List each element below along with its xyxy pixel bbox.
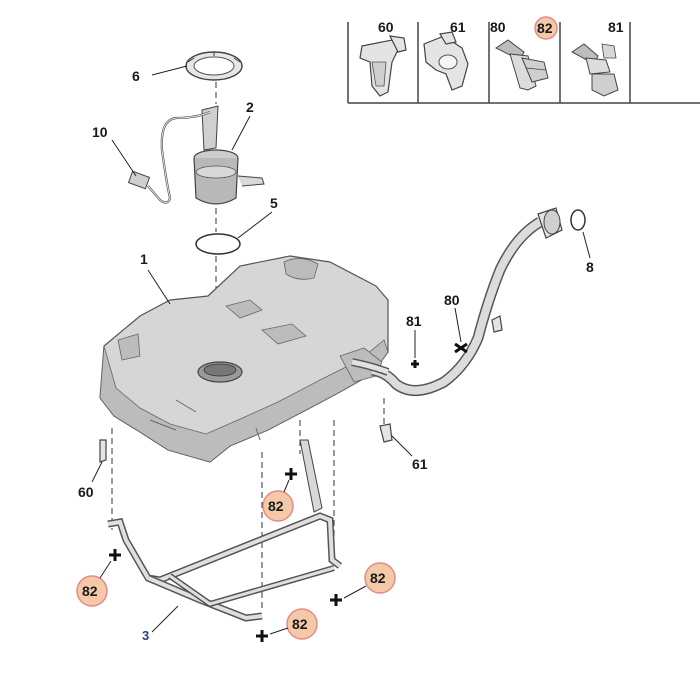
bolt-81-illustration <box>571 43 619 97</box>
clip-61-illustration <box>423 31 469 91</box>
callout-80: 80 <box>444 292 460 308</box>
sender-wire-part-10 <box>127 110 211 204</box>
filler-pipe-assembly <box>351 207 563 396</box>
clip-60-on-tank <box>99 439 107 463</box>
nut-82-marker-center: 82 <box>262 468 297 522</box>
fuel-tank-part-1 <box>99 255 389 463</box>
fastener-inset-table: 60 61 80 82 81 <box>347 16 700 104</box>
inset-header-61: 61 <box>450 19 466 35</box>
callout-10: 10 <box>92 124 108 140</box>
callout-82-right: 82 <box>370 570 386 586</box>
callout-81: 81 <box>406 313 422 329</box>
callout-8: 8 <box>586 259 594 275</box>
callout-82-highlight-bottom <box>286 608 318 640</box>
callout-6: 6 <box>132 68 140 84</box>
callout-82-left: 82 <box>82 583 98 599</box>
inset-header-80: 80 <box>490 19 506 35</box>
tank-strap-part-3 <box>107 439 343 622</box>
nut-82-marker-left: 82 <box>76 549 121 607</box>
callout-82-bottom: 82 <box>292 616 308 632</box>
callout-82-highlight-left <box>76 575 108 607</box>
inset-header-81: 81 <box>608 19 624 35</box>
inset-header-60: 60 <box>378 19 394 35</box>
screw-80-illustration <box>495 39 549 91</box>
screw-80-marker <box>454 342 468 354</box>
callout-2: 2 <box>246 99 254 115</box>
callout-5: 5 <box>270 195 278 211</box>
nut-82-marker-right: 82 <box>330 562 396 606</box>
fuel-pump-module-part-2 <box>193 105 265 205</box>
callout-60: 60 <box>78 484 94 500</box>
clip-60-illustration <box>359 35 407 97</box>
clip-61-on-tank <box>379 423 393 443</box>
nut-82-marker-bottom: 82 <box>256 608 318 642</box>
inset-header-82: 82 <box>537 20 553 36</box>
inset-header-82-highlight <box>534 16 558 40</box>
callout-3: 3 <box>142 628 149 643</box>
callout-1: 1 <box>140 251 148 267</box>
callout-82-highlight-center <box>262 490 294 522</box>
callout-82-highlight-right <box>364 562 396 594</box>
pump-seal-part-5 <box>195 233 241 255</box>
callout-61: 61 <box>412 456 428 472</box>
callout-82-center: 82 <box>268 498 284 514</box>
filler-seal-part-8 <box>570 209 586 231</box>
bolt-81-marker <box>411 360 419 368</box>
locking-ring-part-6 <box>185 51 243 81</box>
